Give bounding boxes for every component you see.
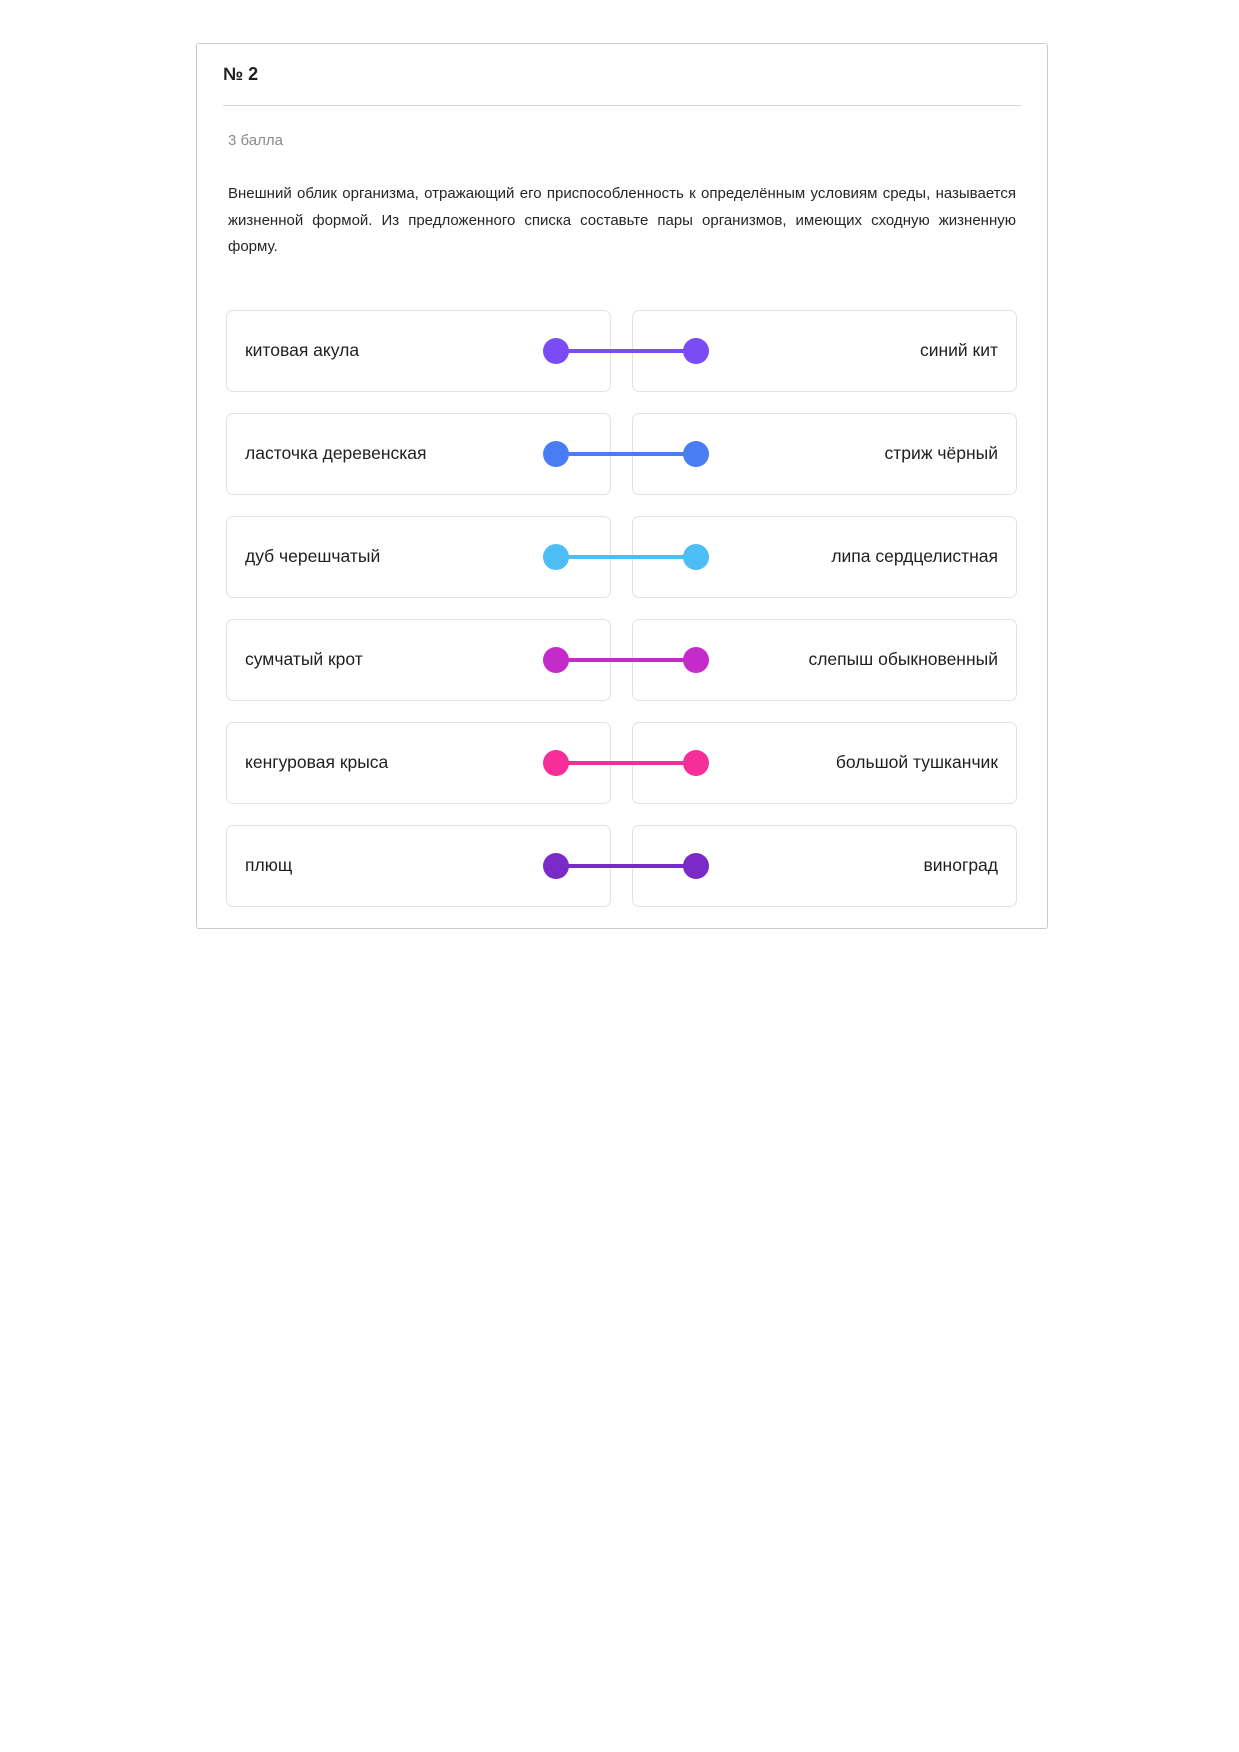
right-option[interactable]: синий кит [632, 310, 1017, 392]
left-option[interactable]: сумчатый крот [226, 619, 611, 701]
pair-row: дуб черешчатый липа сердцелистная [226, 516, 1018, 598]
right-option[interactable]: стриж чёрный [632, 413, 1017, 495]
left-option-label: сумчатый крот [245, 649, 363, 669]
right-option-label: липа сердцелистная [831, 546, 998, 566]
matching-pairs: китовая акула синий кит ласточка деревен… [226, 310, 1018, 920]
pair-row: китовая акула синий кит [226, 310, 1018, 392]
right-option-label: виноград [923, 855, 998, 875]
left-option-label: дуб черешчатый [245, 546, 381, 566]
right-option[interactable]: липа сердцелистная [632, 516, 1017, 598]
left-option[interactable]: кенгуровая крыса [226, 722, 611, 804]
left-option[interactable]: китовая акула [226, 310, 611, 392]
left-option[interactable]: дуб черешчатый [226, 516, 611, 598]
pair-row: сумчатый крот слепыш обыкновенный [226, 619, 1018, 701]
right-option-label: слепыш обыкновенный [808, 649, 998, 669]
question-text: Внешний облик организма, отражающий его … [228, 185, 1016, 255]
pair-row: плющ виноград [226, 825, 1018, 907]
pair-row: ласточка деревенская стриж чёрный [226, 413, 1018, 495]
task-points: 3 балла [228, 132, 283, 149]
right-option[interactable]: виноград [632, 825, 1017, 907]
header-divider [223, 105, 1021, 106]
left-option[interactable]: плющ [226, 825, 611, 907]
right-option-label: синий кит [919, 340, 998, 360]
left-option-label: китовая акула [245, 340, 360, 360]
left-option-label: плющ [245, 855, 293, 875]
task-card: № 2 3 балла Внешний облик организма, отр… [196, 43, 1048, 929]
right-option-label: стриж чёрный [884, 443, 998, 463]
left-option[interactable]: ласточка деревенская [226, 413, 611, 495]
right-option-label: большой тушканчик [835, 752, 998, 772]
pair-row: кенгуровая крыса большой тушканчик [226, 722, 1018, 804]
left-option-label: кенгуровая крыса [245, 752, 389, 772]
left-option-label: ласточка деревенская [245, 443, 427, 463]
task-number: № 2 [223, 64, 259, 84]
right-option[interactable]: большой тушканчик [632, 722, 1017, 804]
right-option[interactable]: слепыш обыкновенный [632, 619, 1017, 701]
